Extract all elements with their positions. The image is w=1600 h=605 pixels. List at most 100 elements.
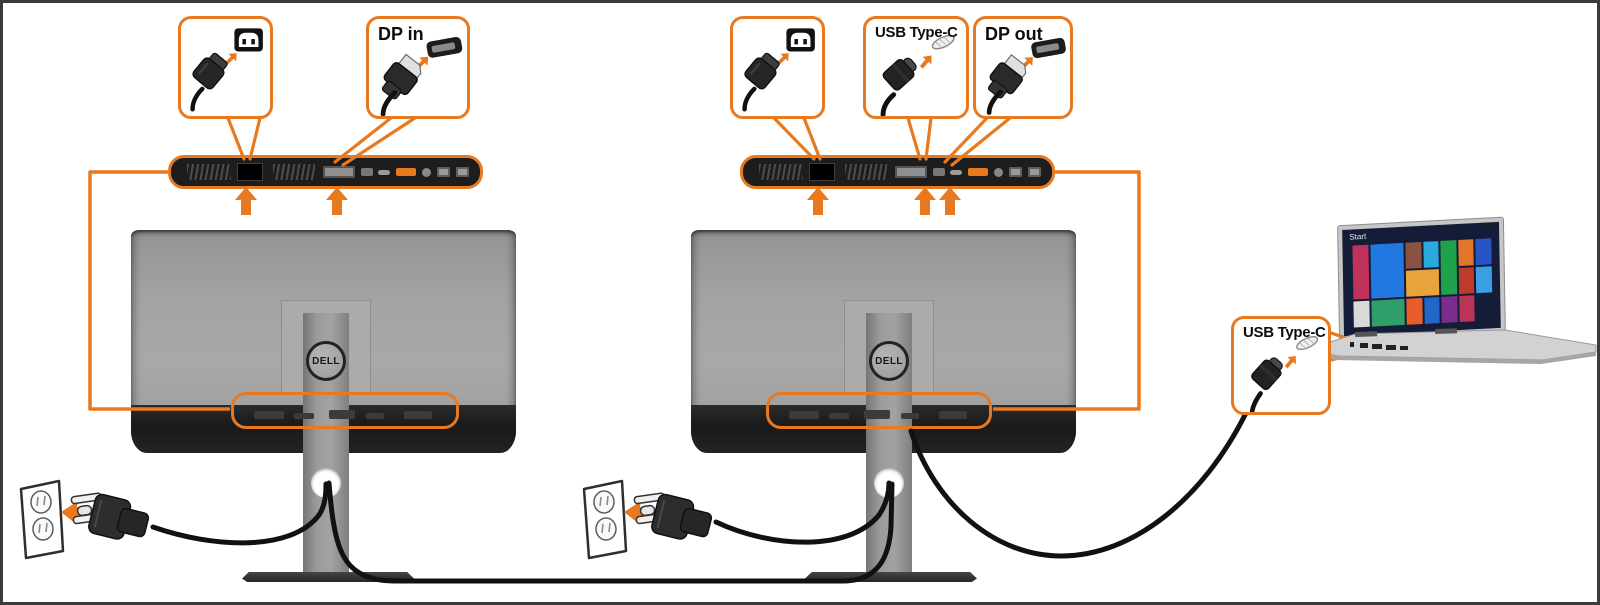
vent-grille — [273, 164, 315, 180]
power-inlet-port — [237, 163, 263, 181]
power-port-arrow-icon — [807, 187, 829, 215]
monitor-2-power-callout — [730, 16, 825, 119]
usb-c-port — [950, 170, 962, 175]
laptop-screen: Start — [1342, 221, 1501, 337]
highlighted-dp-out-port — [968, 168, 988, 176]
power-inlet-port — [809, 163, 835, 181]
monitor-2-dell-logo-text: DELL — [875, 355, 903, 367]
monitor-1-power-cable — [150, 481, 329, 546]
laptop: Start — [1337, 216, 1506, 342]
dp-daisy-chain-cable — [326, 480, 895, 584]
usb-c-connector-illustration — [880, 34, 955, 116]
laptop-usb-c-callout: USB Type-C — [1231, 316, 1331, 415]
monitor-1-dell-logo: DELL — [306, 341, 346, 381]
dp-port-icon — [426, 36, 463, 58]
hdmi-port — [933, 168, 945, 176]
monitor-2-band-port — [789, 411, 819, 419]
start-tile — [1371, 298, 1405, 327]
wall-outlet-2 — [582, 479, 716, 560]
monitor-1-cable-hole — [311, 468, 341, 498]
power-inlet-icon — [234, 28, 263, 52]
monitor-2-band-port — [864, 410, 890, 419]
dp-port-icon — [1031, 37, 1066, 59]
start-tile — [1423, 297, 1440, 324]
windows-start-label: Start — [1349, 231, 1367, 242]
monitor-1-band-port — [366, 413, 384, 419]
power-plug-connector — [744, 52, 780, 90]
power-connector-illustration — [190, 28, 263, 112]
monitor-2-power-cable — [713, 480, 892, 545]
dp-connector-illustration — [986, 37, 1066, 115]
monitor-1-band-port — [294, 413, 314, 419]
usb-c-plug-connector — [882, 57, 917, 91]
monitor-2-band-port — [901, 413, 919, 419]
monitor-2-port-strip — [740, 155, 1055, 189]
start-tile — [1405, 241, 1422, 269]
usb-c-cable-stub — [1249, 391, 1263, 412]
monitor-1-stand-base — [242, 572, 414, 582]
start-tile — [1370, 242, 1405, 299]
usb-c-callout: USB Type-C — [863, 16, 969, 119]
dp-in-label: DP in — [378, 24, 424, 44]
dp-in-port — [323, 166, 355, 178]
highlighted-dp-port — [396, 168, 416, 176]
dp-in-port-arrow-icon — [326, 187, 348, 215]
power-cable-stub — [190, 86, 205, 112]
power-callout-1-tail — [226, 116, 262, 161]
monitor-1-band-port — [404, 411, 432, 419]
dp-in-port — [895, 166, 927, 178]
laptop-usb-c-label: USB Type-C — [1243, 324, 1326, 341]
insert-arrow-icon — [916, 51, 936, 72]
vent-grille — [759, 164, 803, 180]
usb-port — [456, 167, 469, 177]
dp-cable-stub — [986, 89, 1003, 115]
usb-c-cable-stub — [880, 92, 897, 116]
monitor-2-port-highlight — [766, 392, 992, 429]
laptop-side-ports — [1350, 342, 1408, 350]
start-tile — [1353, 300, 1370, 328]
monitor-2-band-port — [829, 413, 849, 419]
start-tile — [1459, 295, 1476, 323]
start-tile — [1476, 266, 1493, 294]
power-plug-connector — [192, 52, 228, 90]
monitor-1-port-highlight — [231, 392, 459, 429]
dp-out-label: DP out — [985, 24, 1043, 44]
power-callout-2-tail — [772, 116, 822, 161]
dp-plug-connector — [381, 53, 422, 100]
audio-jack — [422, 168, 431, 177]
start-tile — [1458, 267, 1475, 295]
power-port-arrow-icon — [235, 187, 257, 215]
usb-c-port — [378, 170, 390, 175]
monitor-2-dell-logo: DELL — [869, 341, 909, 381]
insert-arrow-icon — [1281, 352, 1301, 371]
dp-connector-illustration — [380, 36, 463, 116]
start-tile — [1475, 238, 1492, 266]
dp-out-port-arrow-icon — [939, 187, 961, 215]
usb-c-port-icon — [931, 34, 955, 50]
vent-grille — [845, 164, 887, 180]
power-cable-stub — [742, 86, 757, 112]
start-tile — [1406, 297, 1423, 325]
windows-start-tiles — [1352, 238, 1493, 328]
dp-cable-stub — [380, 90, 398, 116]
start-tile — [1440, 240, 1457, 295]
monitor-1-port-strip — [168, 155, 483, 189]
start-tile — [1352, 244, 1369, 300]
usb-port — [1028, 167, 1041, 177]
start-tile — [1458, 239, 1475, 267]
start-tile — [1405, 269, 1440, 297]
start-tile — [1441, 296, 1458, 323]
vent-grille — [187, 164, 231, 180]
monitor-2-cable-hole — [874, 468, 904, 498]
usb-c-label: USB Type-C — [875, 24, 958, 41]
start-tile — [1422, 241, 1439, 268]
usb-c-callout-tail — [906, 116, 933, 161]
dp-in-callout: DP in — [366, 16, 470, 119]
usb-port — [1009, 167, 1022, 177]
monitor-2-band-port — [939, 411, 967, 419]
monitor-1-dell-logo-text: DELL — [312, 355, 340, 367]
usb-port — [437, 167, 450, 177]
wall-outlet-1 — [19, 479, 153, 560]
usb-c-port-arrow-icon — [914, 187, 936, 215]
